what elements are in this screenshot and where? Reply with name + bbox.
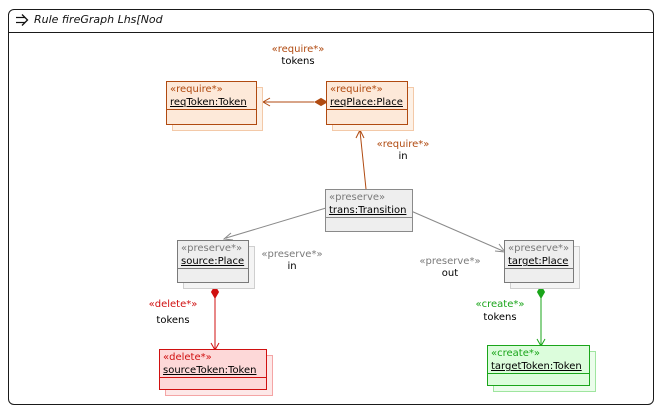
edge-trans-in-source: [222, 207, 327, 241]
edge-reqplace-tokens: [261, 97, 328, 107]
edge-label-reqplace-tokens: «require*» tokens: [262, 44, 334, 68]
node-name: reqPlace:Place: [327, 96, 407, 110]
edge-role-name: tokens: [483, 312, 517, 323]
edge-role-name: in: [398, 151, 408, 162]
node-box: «preserve*» source:Place: [177, 240, 249, 283]
node-source[interactable]: «preserve*» source:Place: [177, 240, 255, 289]
node-stereotype: «preserve*»: [508, 243, 570, 254]
node-name: reqToken:Token: [167, 96, 256, 110]
edge-role-name: in: [287, 261, 297, 272]
node-sourcetoken[interactable]: «delete*» sourceToken:Token: [159, 349, 273, 396]
node-box: «preserve» trans:Transition: [325, 189, 413, 232]
node-stereotype: «delete*»: [163, 352, 212, 363]
edge-stereotype: «create*»: [475, 299, 525, 310]
edge-source-delete-tokens: [210, 285, 220, 352]
node-stereotype: «create*»: [491, 348, 540, 359]
edge-role-name: tokens: [281, 56, 315, 67]
node-box: «delete*» sourceToken:Token: [159, 349, 267, 390]
node-name: sourceToken:Token: [160, 364, 266, 378]
node-stereotype: «preserve*»: [181, 243, 243, 254]
rule-arrow-icon: [16, 14, 29, 26]
edge-trans-in-reqplace: [355, 128, 367, 190]
node-box: «create*» targetToken:Token: [487, 345, 590, 386]
edge-stereotype: «preserve*»: [261, 249, 323, 260]
node-name: targetToken:Token: [488, 360, 589, 374]
node-stereotype: «require*»: [170, 84, 223, 95]
edge-label-target-out: «preserve*» out: [414, 256, 486, 280]
edge-stereotype: «preserve*»: [419, 256, 481, 267]
edge-label-target-create-tokens: «create*» tokens: [466, 299, 534, 324]
node-box: «require*» reqToken:Token: [166, 81, 257, 125]
rule-frame-header: Rule fireGraph Lhs[Nod: [9, 10, 653, 33]
edge-trans-out-target: [410, 210, 507, 253]
edge-label-reqplace-in: «require*» in: [370, 139, 436, 163]
node-reqplace[interactable]: «require*» reqPlace:Place: [326, 81, 414, 131]
node-box: «require*» reqPlace:Place: [326, 81, 408, 125]
edge-label-source-in: «preserve*» in: [256, 249, 328, 273]
edge-stereotype: «require*»: [376, 139, 430, 150]
edge-stereotype: «delete*»: [148, 299, 198, 310]
node-reqtoken[interactable]: «require*» reqToken:Token: [166, 81, 263, 131]
edge-label-source-delete-tokens: «delete*» tokens: [139, 299, 207, 327]
node-trans[interactable]: «preserve» trans:Transition: [325, 189, 417, 232]
edge-role-name: tokens: [156, 315, 190, 326]
edge-target-create-tokens: [536, 285, 546, 348]
edge-role-name: out: [441, 268, 459, 279]
rule-title: Rule fireGraph Lhs[Nod: [34, 13, 163, 26]
node-box: «preserve*» target:Place: [504, 240, 574, 283]
node-target[interactable]: «preserve*» target:Place: [504, 240, 580, 289]
edge-stereotype: «require*»: [271, 44, 325, 55]
node-targettoken[interactable]: «create*» targetToken:Token: [487, 345, 596, 392]
node-stereotype: «preserve»: [329, 192, 386, 203]
node-name: target:Place: [505, 255, 573, 269]
node-name: source:Place: [178, 255, 248, 269]
node-name: trans:Transition: [326, 204, 412, 218]
node-stereotype: «require*»: [330, 84, 383, 95]
